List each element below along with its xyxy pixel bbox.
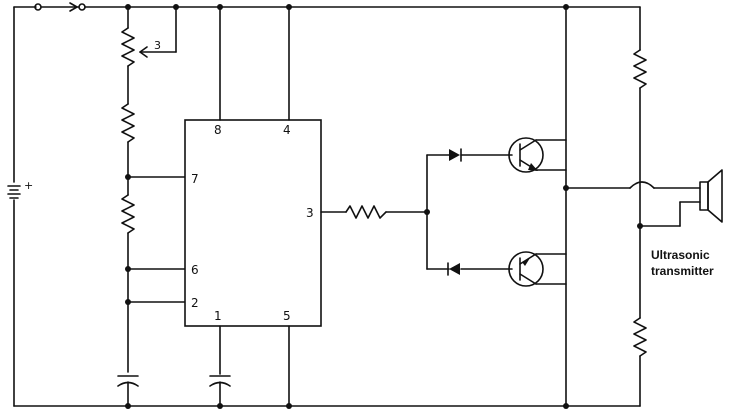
- transistor-lower: [508, 251, 567, 287]
- pot-wiper-label: 3: [154, 39, 161, 52]
- battery-branch: +: [7, 6, 33, 407]
- resistor-r2: [121, 194, 135, 234]
- diode-lower: [426, 262, 513, 276]
- control-capacitor: [209, 325, 231, 407]
- transmitter-label-line1: Ultrasonic: [651, 248, 710, 262]
- timing-capacitor: [117, 375, 139, 407]
- diode-upper: [426, 148, 513, 162]
- junction-dots: [125, 4, 643, 409]
- transistor-upper: [508, 137, 567, 173]
- output-resistor: [345, 205, 387, 219]
- ic-pin-7: 7: [191, 172, 199, 186]
- resistor-bias-lower: [633, 317, 647, 357]
- ultrasonic-transmitter: [699, 169, 723, 223]
- ic-pin-8: 8: [214, 123, 222, 137]
- potentiometer: 3: [121, 6, 177, 105]
- ic-pin-6: 6: [191, 263, 199, 277]
- battery-plus-label: +: [24, 179, 33, 192]
- transmitter-label-line2: transmitter: [651, 264, 714, 278]
- right-bias-network: [633, 6, 701, 407]
- ic-pin-1: 1: [214, 309, 222, 323]
- resistor-r1: [121, 103, 135, 143]
- top-rail: [13, 2, 641, 12]
- ic-pin-5: 5: [283, 309, 291, 323]
- resistor-bias-upper: [633, 49, 647, 89]
- ic-pin-2: 2: [191, 296, 199, 310]
- timer-ic-555: [184, 119, 322, 327]
- ic-pin-3: 3: [306, 206, 314, 220]
- ic-pin-4: 4: [283, 123, 291, 137]
